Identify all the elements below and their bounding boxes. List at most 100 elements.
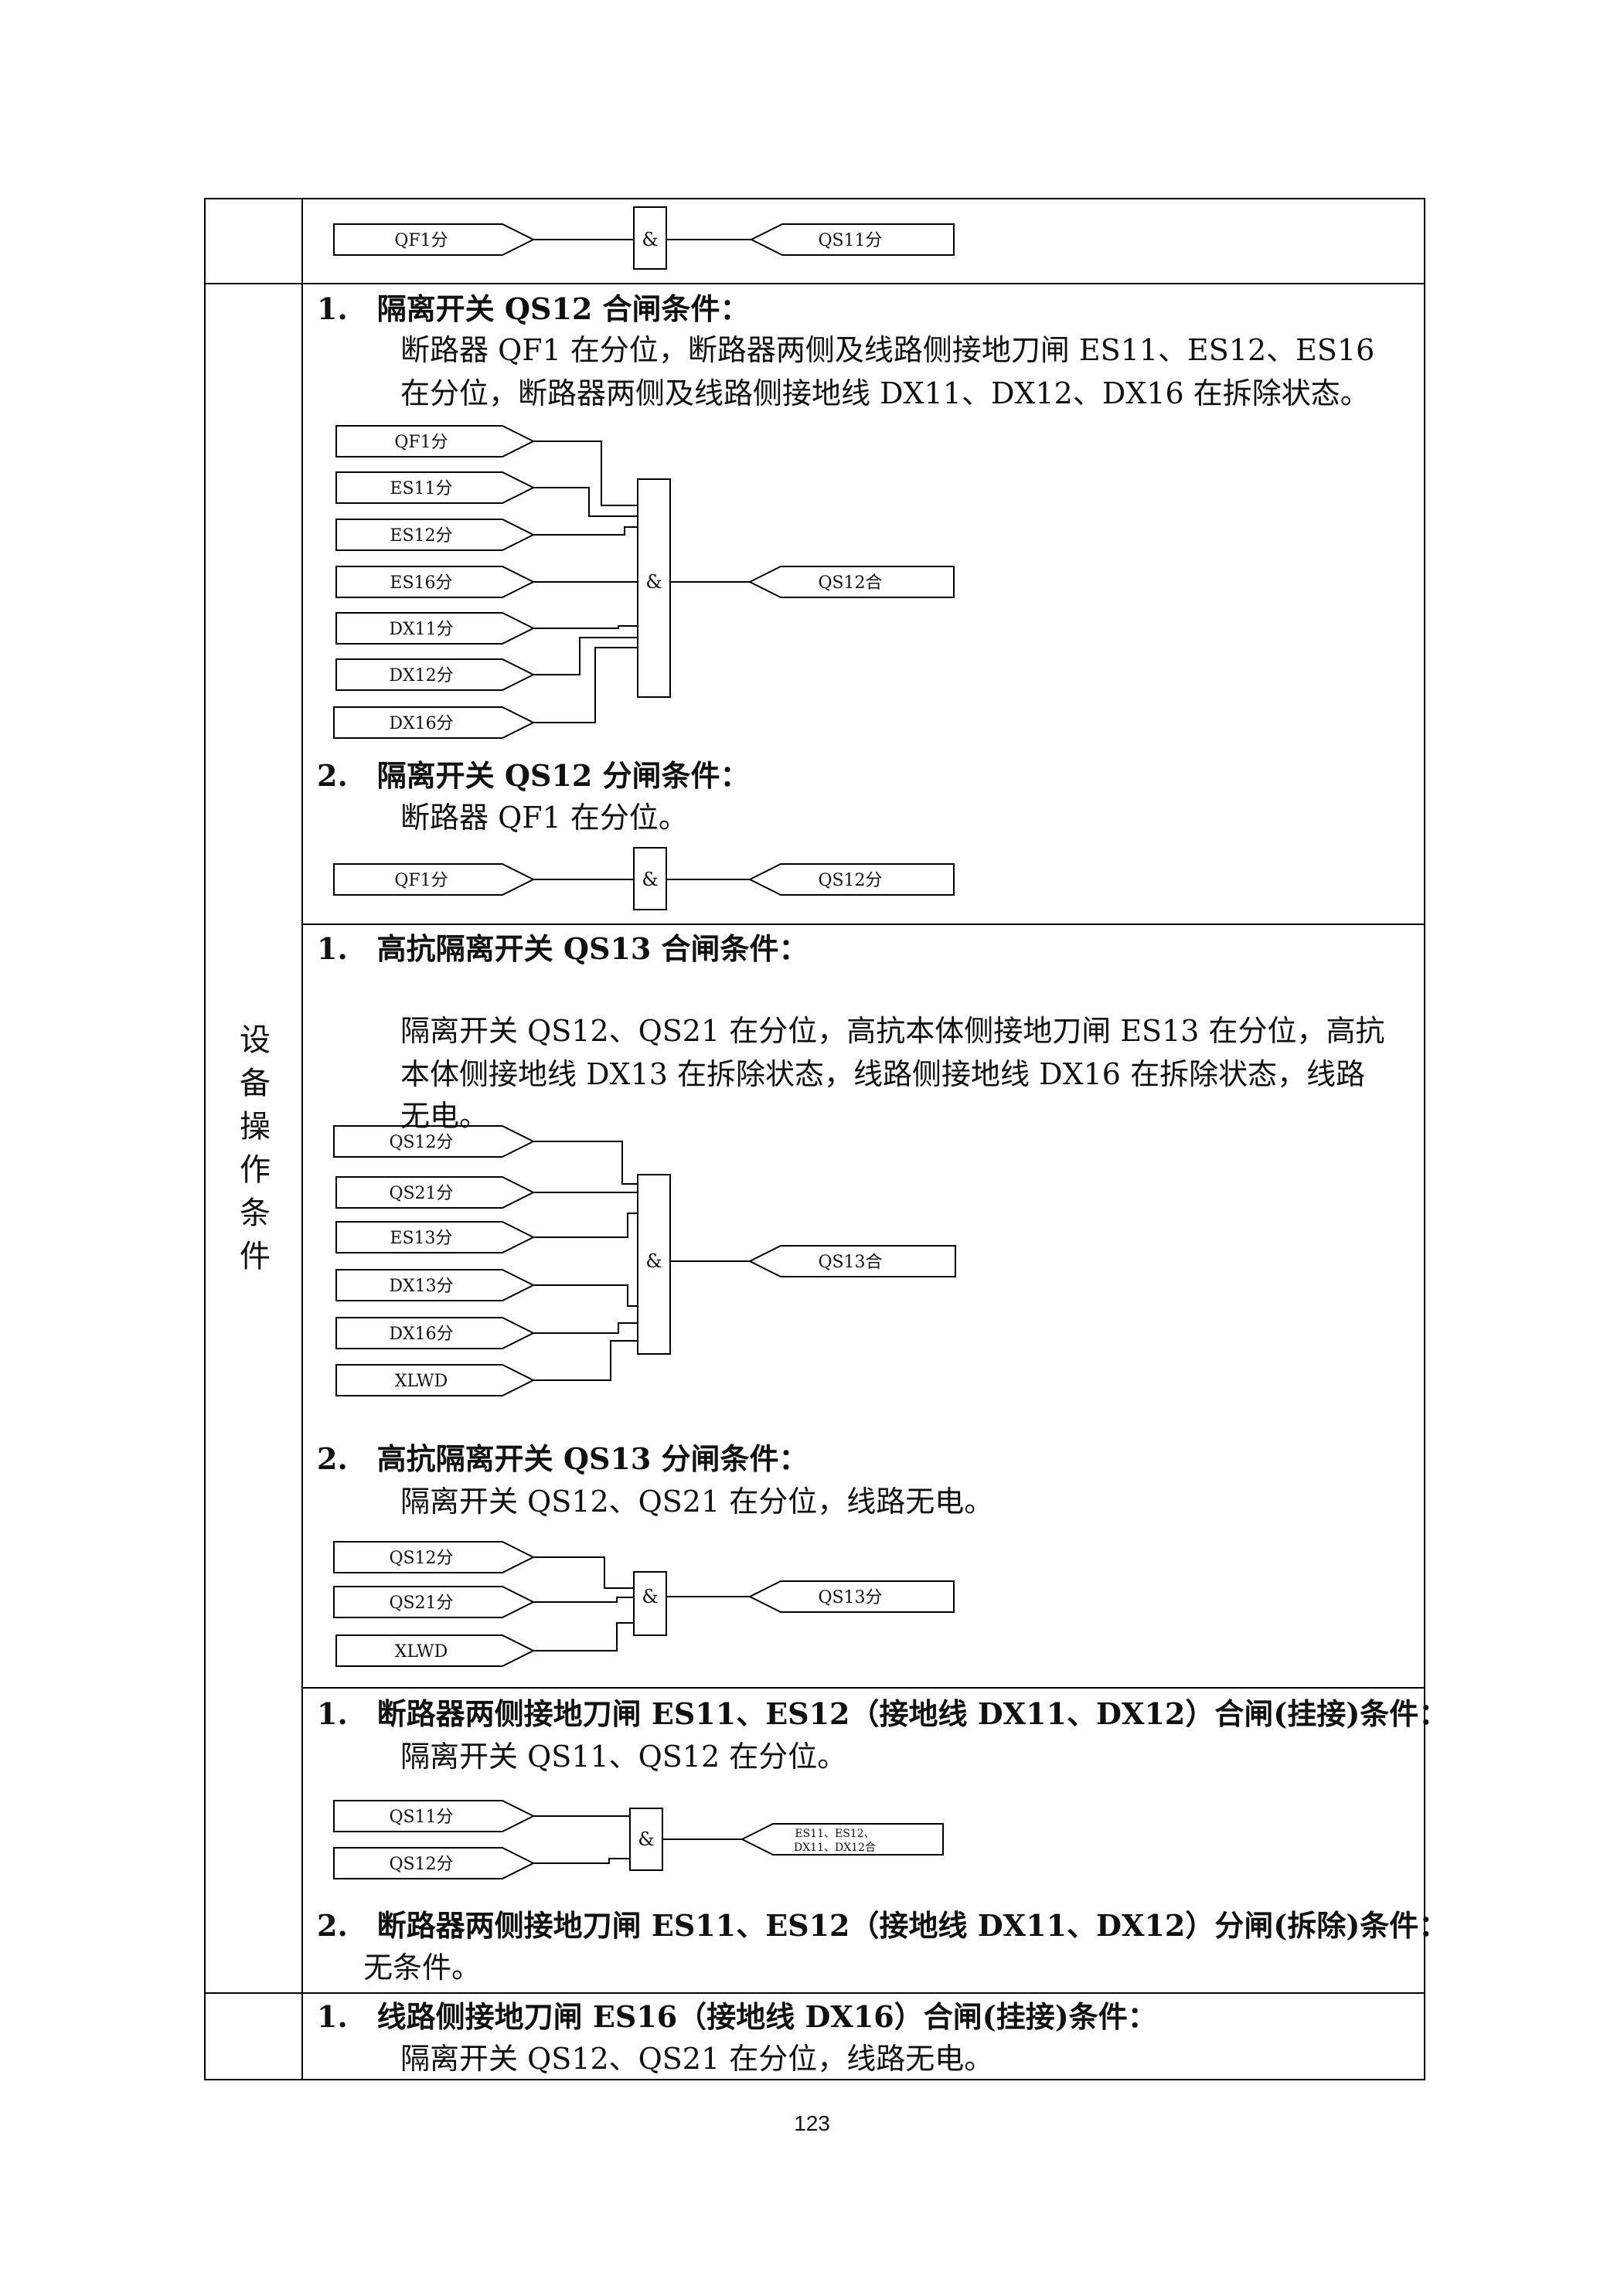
text-es11-es12-open-line1: 无条件。 bbox=[363, 1951, 482, 1985]
output-label: QS13合 bbox=[818, 1253, 882, 1272]
and-gate bbox=[637, 478, 671, 698]
input-label: QF1分 bbox=[394, 231, 448, 250]
input-tag bbox=[335, 471, 536, 504]
page-number: 123 bbox=[794, 2111, 830, 2135]
connector bbox=[533, 1340, 638, 1381]
input-tag bbox=[333, 1125, 536, 1158]
row-label-char: 作 bbox=[240, 1152, 271, 1188]
diagram-qs12-open bbox=[333, 847, 955, 910]
and-gate bbox=[633, 1571, 667, 1636]
input-tag bbox=[335, 566, 536, 598]
diagram-qs13-open bbox=[333, 1541, 955, 1667]
input-label: QS21分 bbox=[389, 1184, 453, 1203]
input-tag bbox=[335, 1269, 536, 1301]
gate-symbol: & bbox=[642, 869, 658, 890]
row-separator bbox=[301, 924, 1425, 925]
input-label: DX12分 bbox=[389, 666, 453, 685]
gate-symbol: & bbox=[642, 229, 658, 250]
output-label: QS13分 bbox=[818, 1588, 882, 1607]
output-label-line1: ES11、ES12、 bbox=[795, 1828, 874, 1840]
output-label: QS12分 bbox=[818, 871, 882, 890]
heading-es11-es12-close: 1. 断路器两侧接地刀闸 ES11、ES12（接地线 DX11、DX12）合闸(… bbox=[317, 1696, 1449, 1731]
connector bbox=[533, 1322, 638, 1334]
table-column-divider bbox=[301, 198, 303, 2080]
connector bbox=[533, 526, 638, 536]
input-label: ES16分 bbox=[390, 573, 452, 593]
output-tag bbox=[747, 863, 955, 896]
heading-qs12-close: 1. 隔离开关 QS12 合闸条件： bbox=[317, 291, 750, 326]
connector bbox=[533, 1556, 634, 1589]
input-tag bbox=[335, 1634, 536, 1667]
input-label: ES11分 bbox=[390, 479, 452, 498]
output-tag bbox=[747, 1580, 955, 1613]
connector bbox=[533, 647, 638, 723]
heading-es16-close: 1. 线路侧接地刀闸 ES16（接地线 DX16）合闸(挂接)条件： bbox=[317, 1999, 1157, 2034]
row-label-char: 件 bbox=[240, 1239, 271, 1274]
input-label: DX16分 bbox=[389, 714, 453, 733]
input-tag bbox=[335, 1221, 536, 1253]
input-label: XLWD bbox=[395, 1642, 448, 1662]
text-qs13-open-line1: 隔离开关 QS12、QS21 在分位，线路无电。 bbox=[400, 1485, 994, 1519]
heading-es11-es12-open: 2. 断路器两侧接地刀闸 ES11、ES12（接地线 DX11、DX12）分闸(… bbox=[317, 1908, 1449, 1943]
input-label: ES12分 bbox=[390, 526, 452, 546]
gate-symbol: & bbox=[642, 1586, 658, 1607]
connector bbox=[533, 1141, 638, 1185]
diagram-qs13-close bbox=[333, 1125, 956, 1396]
row-label-equipment-operation-conditions: 设 备 操 作 条 件 bbox=[232, 1019, 278, 1278]
output-label: QS12合 bbox=[818, 573, 882, 593]
output-tag bbox=[747, 566, 955, 598]
input-tag bbox=[333, 223, 536, 256]
input-tag bbox=[335, 612, 536, 645]
input-tag bbox=[335, 425, 536, 457]
table-border-bottom bbox=[204, 2079, 1425, 2080]
heading-qs12-open: 2. 隔离开关 QS12 分闸条件： bbox=[317, 758, 750, 793]
diagram-qs12-close bbox=[333, 425, 955, 739]
input-label: QF1分 bbox=[394, 871, 448, 890]
input-label: DX13分 bbox=[389, 1277, 453, 1296]
connector bbox=[533, 1284, 638, 1307]
table-border-right bbox=[1424, 198, 1425, 2080]
gate-symbol: & bbox=[638, 1828, 654, 1850]
output-tag bbox=[747, 1245, 956, 1277]
diagram-qs11-open bbox=[333, 206, 955, 270]
input-tag bbox=[333, 1586, 536, 1618]
input-tag bbox=[333, 1541, 536, 1573]
output-label-line2: DX11、DX12合 bbox=[794, 1842, 876, 1854]
row-separator bbox=[301, 1687, 1425, 1689]
row-label-char: 设 bbox=[240, 1022, 271, 1058]
diagram-es11-es12-close bbox=[333, 1800, 944, 1879]
output-tag bbox=[749, 223, 955, 256]
row-separator bbox=[204, 283, 1425, 284]
input-label: QS21分 bbox=[389, 1594, 453, 1613]
and-gate bbox=[633, 206, 667, 270]
input-label: DX11分 bbox=[389, 620, 453, 639]
input-tag bbox=[333, 1800, 536, 1832]
connector bbox=[533, 487, 638, 517]
and-gate bbox=[637, 1174, 671, 1355]
gate-symbol: & bbox=[645, 571, 662, 593]
input-tag bbox=[335, 1317, 536, 1349]
row-label-char: 备 bbox=[240, 1066, 271, 1101]
input-label: QS12分 bbox=[389, 1133, 453, 1152]
connector bbox=[533, 637, 638, 675]
row-separator bbox=[204, 1992, 1425, 1994]
text-qs12-open-line1: 断路器 QF1 在分位。 bbox=[400, 801, 688, 835]
input-tag bbox=[333, 1847, 536, 1879]
row-label-char: 操 bbox=[240, 1109, 271, 1145]
text-es16-close-line1: 隔离开关 QS12、QS21 在分位，线路无电。 bbox=[400, 2042, 994, 2076]
text-es11-es12-close-line1: 隔离开关 QS11、QS12 在分位。 bbox=[400, 1740, 847, 1774]
table-border-left bbox=[204, 198, 206, 2080]
input-tag bbox=[333, 706, 536, 739]
heading-qs13-open: 2. 高抗隔离开关 QS13 分闸条件： bbox=[317, 1441, 809, 1476]
output-label: QS11分 bbox=[818, 231, 882, 250]
row-label-char: 条 bbox=[240, 1196, 271, 1231]
heading-qs13-close: 1. 高抗隔离开关 QS13 合闸条件： bbox=[317, 931, 809, 966]
connector bbox=[533, 1213, 638, 1238]
input-tag bbox=[335, 519, 536, 551]
connector bbox=[533, 625, 638, 629]
input-label: QS12分 bbox=[389, 1855, 453, 1874]
table-border-top bbox=[204, 198, 1425, 199]
text-qs13-close-line2: 本体侧接地线 DX13 在拆除状态，线路侧接地线 DX16 在拆除状态，线路 bbox=[400, 1057, 1366, 1091]
output-tag bbox=[740, 1823, 944, 1856]
